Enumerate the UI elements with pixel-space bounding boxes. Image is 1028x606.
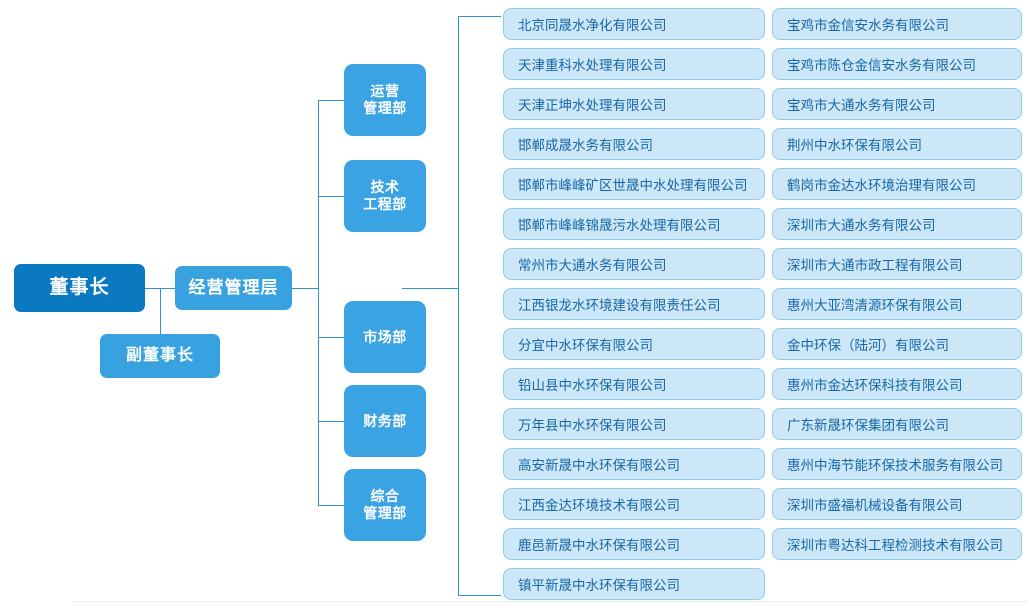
subsidiary-left-13[interactable]: 江西金达环境技术有限公司 xyxy=(503,488,765,520)
department-general-affairs-line1: 综合 xyxy=(370,488,400,505)
subsidiary-right-8[interactable]: 惠州大亚湾清源环保有限公司 xyxy=(772,288,1022,320)
connector-dept-2 xyxy=(318,196,344,197)
department-marketing-line1: 市场部 xyxy=(363,328,407,345)
subsidiary-right-10[interactable]: 惠州市金达环保科技有限公司 xyxy=(772,368,1022,400)
connector-vice-chairman-vertical xyxy=(160,288,161,356)
subsidiary-right-6[interactable]: 深圳市大通水务有限公司 xyxy=(772,208,1022,240)
department-spine xyxy=(318,100,319,506)
connector-dept-1 xyxy=(318,100,344,101)
department-finance-line1: 财务部 xyxy=(363,412,407,429)
subsidiary-right-12[interactable]: 惠州中海节能环保技术服务有限公司 xyxy=(772,448,1022,480)
subsidiary-left-9[interactable]: 分宜中水环保有限公司 xyxy=(503,328,765,360)
department-operations-line1: 运营 xyxy=(370,83,400,100)
subsidiary-left-4[interactable]: 邯郸成晟水务有限公司 xyxy=(503,128,765,160)
bottom-rule xyxy=(72,601,1028,602)
subsidiary-right-11[interactable]: 广东新晟环保集团有限公司 xyxy=(772,408,1022,440)
subsidiary-left-2[interactable]: 天津重科水处理有限公司 xyxy=(503,48,765,80)
subsidiary-right-3[interactable]: 宝鸡市大通水务有限公司 xyxy=(772,88,1022,120)
department-operations-line2: 管理部 xyxy=(363,100,407,116)
subsidiary-right-1[interactable]: 宝鸡市金信安水务有限公司 xyxy=(772,8,1022,40)
node-chairman[interactable]: 董事长 xyxy=(14,264,145,312)
department-technical-line1: 技术 xyxy=(370,179,400,196)
subsidiary-right-7[interactable]: 深圳市大通市政工程有限公司 xyxy=(772,248,1022,280)
connector-dept-3 xyxy=(318,337,344,338)
subsidiary-left-8[interactable]: 江西银龙水环境建设有限责任公司 xyxy=(503,288,765,320)
connector-management-spine xyxy=(292,288,319,289)
department-finance[interactable]: 财务部 xyxy=(344,385,426,457)
subsidiary-left-6[interactable]: 邯郸市峰峰锦晟污水处理有限公司 xyxy=(503,208,765,240)
department-technical-line2: 工程部 xyxy=(363,196,407,212)
subsidiaries-bracket xyxy=(458,16,501,596)
department-general-affairs-line2: 管理部 xyxy=(363,505,407,521)
subsidiary-right-2[interactable]: 宝鸡市陈仓金信安水务有限公司 xyxy=(772,48,1022,80)
subsidiary-right-9[interactable]: 金中环保（陆河）有限公司 xyxy=(772,328,1022,360)
connector-dept-5 xyxy=(318,505,344,506)
subsidiary-left-11[interactable]: 万年县中水环保有限公司 xyxy=(503,408,765,440)
department-general-affairs[interactable]: 综合 管理部 xyxy=(344,469,426,541)
subsidiary-left-10[interactable]: 铅山县中水环保有限公司 xyxy=(503,368,765,400)
department-marketing[interactable]: 市场部 xyxy=(344,301,426,373)
subsidiary-left-12[interactable]: 高安新晟中水环保有限公司 xyxy=(503,448,765,480)
subsidiary-left-15[interactable]: 镇平新晟中水环保有限公司 xyxy=(503,568,765,600)
node-vice-chairman[interactable]: 副董事长 xyxy=(100,334,220,378)
subsidiary-right-5[interactable]: 鹤岗市金达水环境治理有限公司 xyxy=(772,168,1022,200)
department-technical[interactable]: 技术 工程部 xyxy=(344,160,426,232)
subsidiary-left-14[interactable]: 鹿邑新晟中水环保有限公司 xyxy=(503,528,765,560)
subsidiary-left-1[interactable]: 北京同晟水净化有限公司 xyxy=(503,8,765,40)
subsidiary-right-13[interactable]: 深圳市盛福机械设备有限公司 xyxy=(772,488,1022,520)
connector-management-bracket xyxy=(402,288,459,289)
subsidiary-left-3[interactable]: 天津正坤水处理有限公司 xyxy=(503,88,765,120)
subsidiary-right-4[interactable]: 荆州中水环保有限公司 xyxy=(772,128,1022,160)
department-operations[interactable]: 运营 管理部 xyxy=(344,64,426,136)
subsidiary-left-7[interactable]: 常州市大通水务有限公司 xyxy=(503,248,765,280)
node-management[interactable]: 经营管理层 xyxy=(175,266,292,310)
connector-dept-4 xyxy=(318,421,344,422)
subsidiary-left-5[interactable]: 邯郸市峰峰矿区世晟中水处理有限公司 xyxy=(503,168,765,200)
subsidiary-right-14[interactable]: 深圳市粤达科工程检测技术有限公司 xyxy=(772,528,1022,560)
